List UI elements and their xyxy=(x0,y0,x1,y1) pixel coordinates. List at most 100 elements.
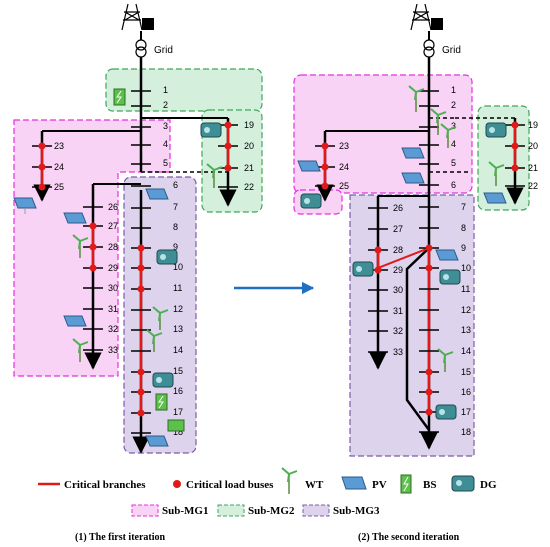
right-critical-load-dots xyxy=(321,121,519,416)
bus-label: 11 xyxy=(173,283,182,293)
bus-label: 4 xyxy=(163,139,168,149)
bus-label: 13 xyxy=(461,325,471,335)
bus-label: 28 xyxy=(393,245,403,255)
legend-critical-branches: Critical branches xyxy=(64,479,146,491)
legend-sub-mg2-swatch xyxy=(217,504,245,517)
bus-label: 18 xyxy=(461,427,471,437)
bus-label: 2 xyxy=(451,100,456,110)
bus-label: 10 xyxy=(461,263,471,273)
bus-label: 28 xyxy=(108,242,118,252)
bus-label: 15 xyxy=(173,366,183,376)
left-wt-icon xyxy=(146,329,163,352)
bus-label: 33 xyxy=(393,347,403,357)
bus-label: 23 xyxy=(339,141,349,151)
legend-sub-mg2: Sub-MG2 xyxy=(248,505,295,517)
right-dg-icon xyxy=(439,269,461,285)
bus-label: 27 xyxy=(108,221,118,231)
left-bs-icon xyxy=(167,419,185,432)
left-sub-mg2-region xyxy=(105,68,263,112)
bus-label: 24 xyxy=(339,162,349,172)
right-dg-icon xyxy=(300,193,322,209)
legend-wt-icon xyxy=(281,467,298,494)
bus-label: 32 xyxy=(393,326,403,336)
legend-pv: PV xyxy=(372,479,387,491)
bus-label: 6 xyxy=(451,180,456,190)
legend-sub-mg3-swatch xyxy=(302,504,330,517)
bus-label: 13 xyxy=(173,324,183,334)
left-dg-icon xyxy=(152,372,174,388)
left-wt-icon xyxy=(206,163,223,188)
bus-label: 31 xyxy=(393,306,403,316)
legend-bs-icon xyxy=(400,474,412,494)
left-wt-icon xyxy=(72,338,89,362)
bus-label: 24 xyxy=(54,162,64,172)
legend-critical-load-buses: Critical load buses xyxy=(186,479,274,491)
left-pv-icon xyxy=(63,315,87,327)
right-wt-icon xyxy=(430,108,447,135)
bus-label: 7 xyxy=(173,202,178,212)
bus-label: 23 xyxy=(54,141,64,151)
bus-label: 11 xyxy=(461,284,470,294)
right-pv-icon xyxy=(297,160,321,172)
right-wt-icon xyxy=(408,85,425,112)
bus-label: 17 xyxy=(173,407,183,417)
bus-label: 27 xyxy=(393,224,403,234)
right-sub-mg1-region xyxy=(293,74,473,194)
bus-label: 5 xyxy=(451,158,456,168)
left-bs-icon xyxy=(113,88,126,106)
right-dg-icon xyxy=(485,122,507,138)
bus-label: 20 xyxy=(528,141,538,151)
bus-label: 30 xyxy=(108,283,118,293)
bus-label: 22 xyxy=(528,181,538,191)
bus-label: 26 xyxy=(108,202,118,212)
bus-label: 14 xyxy=(461,346,471,356)
bus-label: 30 xyxy=(393,285,403,295)
bus-label: 9 xyxy=(173,242,178,252)
right-pv-icon xyxy=(401,172,425,184)
left-grid-label: Grid xyxy=(154,45,173,56)
bus-label: 12 xyxy=(461,305,471,315)
left-pv-icon xyxy=(145,435,169,447)
legend-sub-mg3: Sub-MG3 xyxy=(333,505,380,517)
bus-label: 8 xyxy=(173,222,178,232)
bus-label: 31 xyxy=(108,304,118,314)
bus-label: 2 xyxy=(163,100,168,110)
bus-label: 14 xyxy=(173,345,183,355)
bus-label: 33 xyxy=(108,345,118,355)
right-dg-icon xyxy=(352,261,374,277)
bus-label: 16 xyxy=(173,386,183,396)
legend-dg-icon xyxy=(451,475,475,492)
legend-dg: DG xyxy=(480,479,497,491)
bus-label: 20 xyxy=(244,141,254,151)
second-iteration-diagram: Grid xyxy=(293,3,538,457)
left-wt-icon xyxy=(152,306,169,330)
right-dg-icon xyxy=(435,404,457,420)
legend-pv-icon xyxy=(341,476,367,490)
bus-label: 3 xyxy=(451,121,456,131)
bus-label: 26 xyxy=(393,203,403,213)
legend-wt: WT xyxy=(305,479,324,491)
caption-first-iteration: (1) The first iteration xyxy=(75,532,166,543)
legend-sub-mg1-swatch xyxy=(131,504,159,517)
bus-label: 8 xyxy=(461,223,466,233)
left-dg-icon xyxy=(200,122,222,138)
left-critical-load-dots xyxy=(38,121,232,417)
bus-label: 29 xyxy=(108,263,118,273)
bus-label: 19 xyxy=(528,120,538,130)
bus-label: 3 xyxy=(163,121,168,131)
legend-critical-bus-swatch xyxy=(173,480,181,488)
left-dg-icon xyxy=(156,249,178,265)
bus-label: 7 xyxy=(461,202,466,212)
bus-label: 29 xyxy=(393,265,403,275)
right-pv-icon xyxy=(435,249,459,261)
bus-label: 25 xyxy=(54,182,64,192)
right-wt-icon xyxy=(440,123,457,148)
left-main-feeder-buses xyxy=(131,90,151,434)
bus-label: 16 xyxy=(461,387,471,397)
bus-label: 17 xyxy=(461,407,471,417)
left-pv-icon xyxy=(145,188,169,200)
left-pv-icon xyxy=(13,197,37,214)
caption-second-iteration: (2) The second iteration xyxy=(358,532,460,543)
right-wt-icon xyxy=(488,161,505,186)
